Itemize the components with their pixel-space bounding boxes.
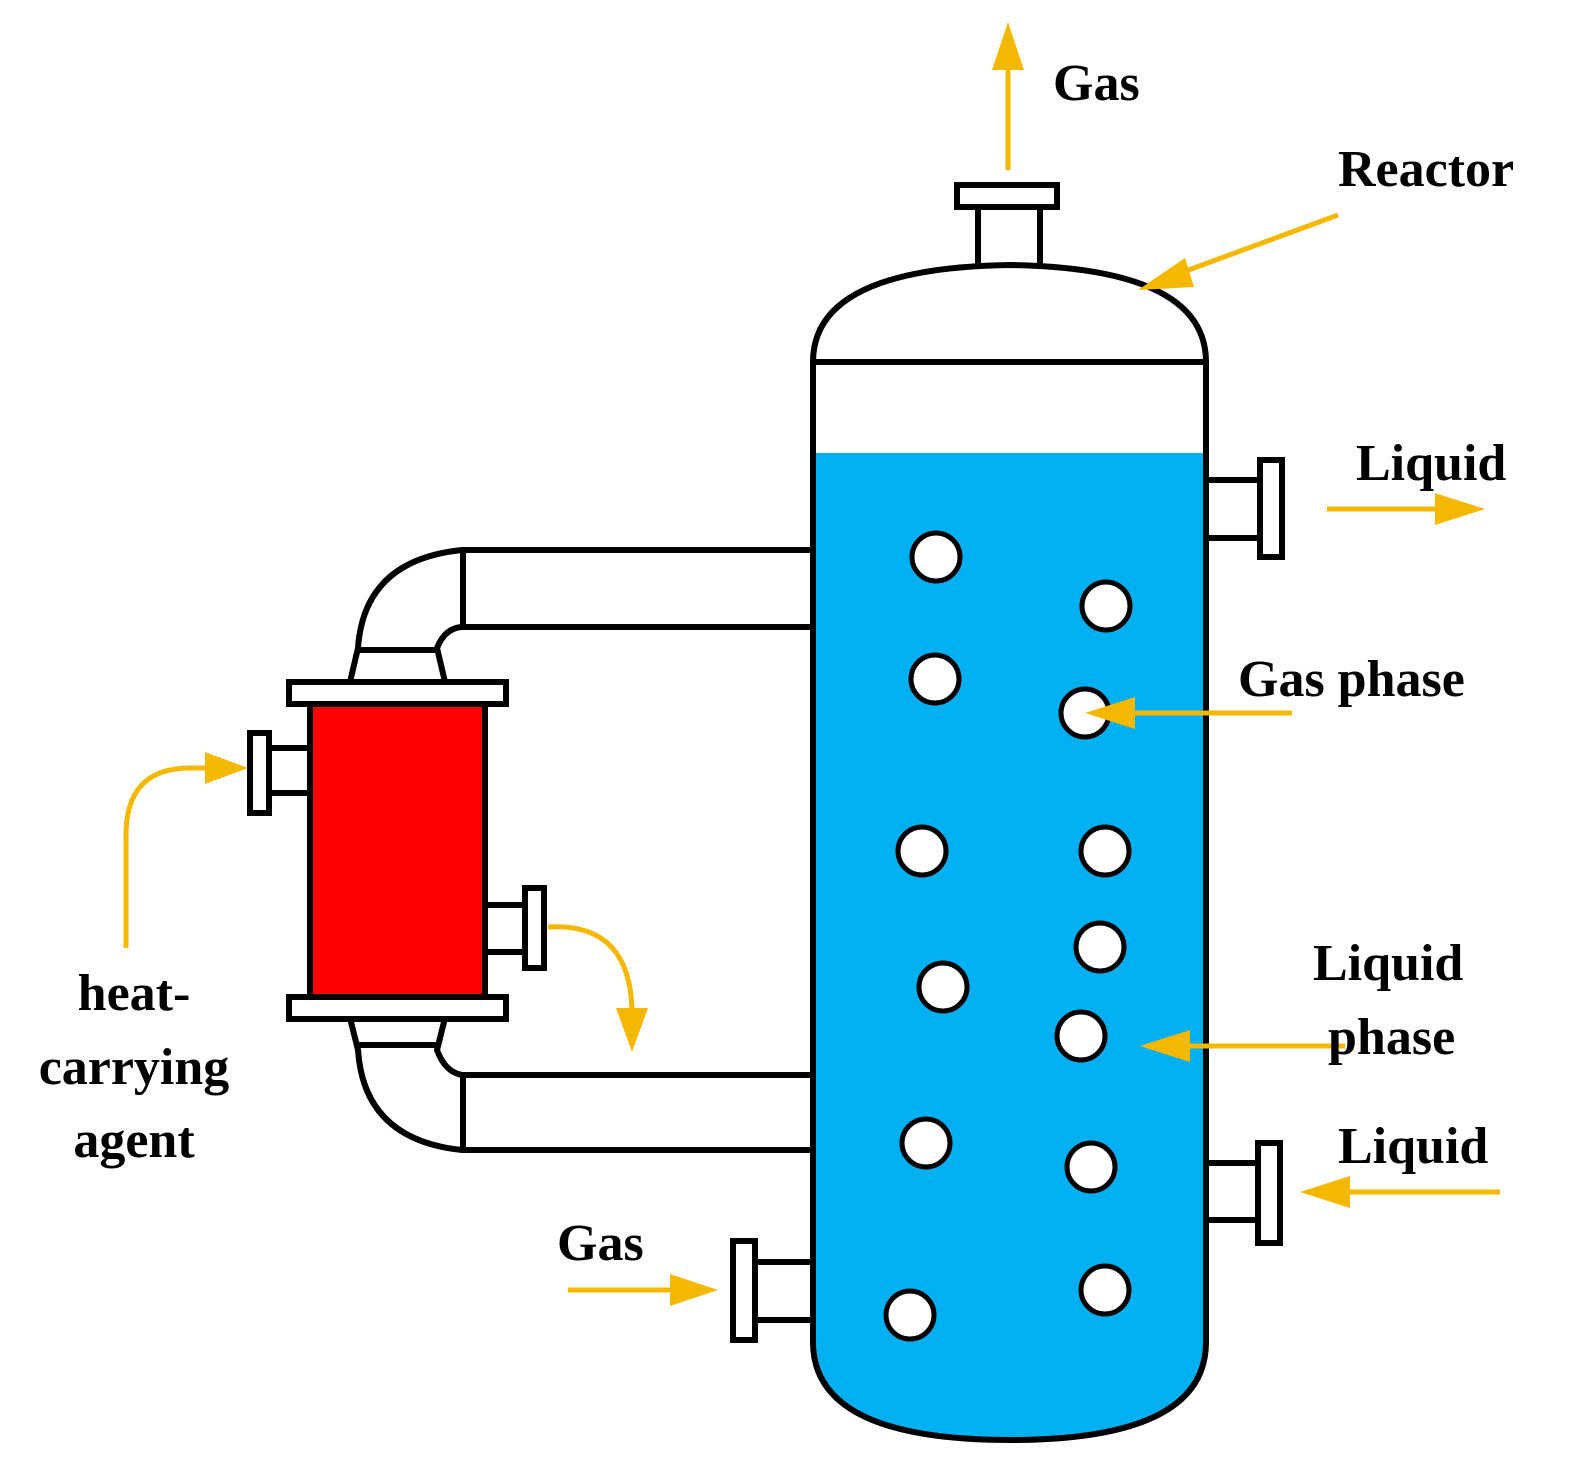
liquid-inlet-nozzle [1206, 1140, 1283, 1246]
heat-exchanger-body [307, 700, 488, 1002]
liquid-phase-arrow [1140, 1030, 1345, 1062]
reactor-pointer-arrow [1138, 212, 1339, 290]
liquid-outlet-label: Liquid [1356, 435, 1506, 492]
heat-agent-label-line3: agent [73, 1112, 195, 1169]
reactor-vessel [810, 262, 1209, 1443]
liquid-outlet-arrow [1327, 493, 1485, 525]
heat-exchanger-top-flange [286, 679, 509, 707]
reactor-label: Reactor [1338, 141, 1514, 198]
heat-exchanger-bottom-flange [286, 994, 509, 1022]
gas-inlet-label: Gas [557, 1215, 644, 1272]
heat-agent-label-line2: carrying [39, 1039, 230, 1096]
lower-loop-pipe [347, 1015, 813, 1153]
liquid-phase-label-line2: phase [1328, 1009, 1455, 1066]
top-gas-nozzle [954, 182, 1060, 265]
reactor-shell [810, 362, 1209, 1443]
gas-outlet-label: Gas [1053, 55, 1140, 112]
reactor-dome [810, 262, 1209, 365]
gas-phase-arrow [1085, 697, 1292, 729]
gas-outlet-arrow [992, 22, 1024, 170]
gas-inlet-nozzle [730, 1238, 813, 1343]
liquid-phase-label-line1: Liquid [1313, 935, 1463, 992]
upper-loop-pipe [347, 547, 813, 685]
liquid-inlet-arrow [1300, 1176, 1500, 1208]
heat-agent-label-line1: heat- [78, 965, 191, 1022]
heat-agent-outlet-arrow [547, 924, 648, 1052]
liquid-inlet-label: Liquid [1338, 1118, 1488, 1175]
liquid-fill [816, 453, 1203, 1438]
heat-exchanger [247, 679, 547, 1022]
liquid-outlet-nozzle [1206, 457, 1285, 560]
gas-bubbles [883, 530, 1133, 1342]
heat-agent-inlet-arrow [123, 752, 248, 948]
gas-phase-label: Gas phase [1238, 651, 1465, 708]
gas-inlet-arrow [568, 1274, 718, 1306]
